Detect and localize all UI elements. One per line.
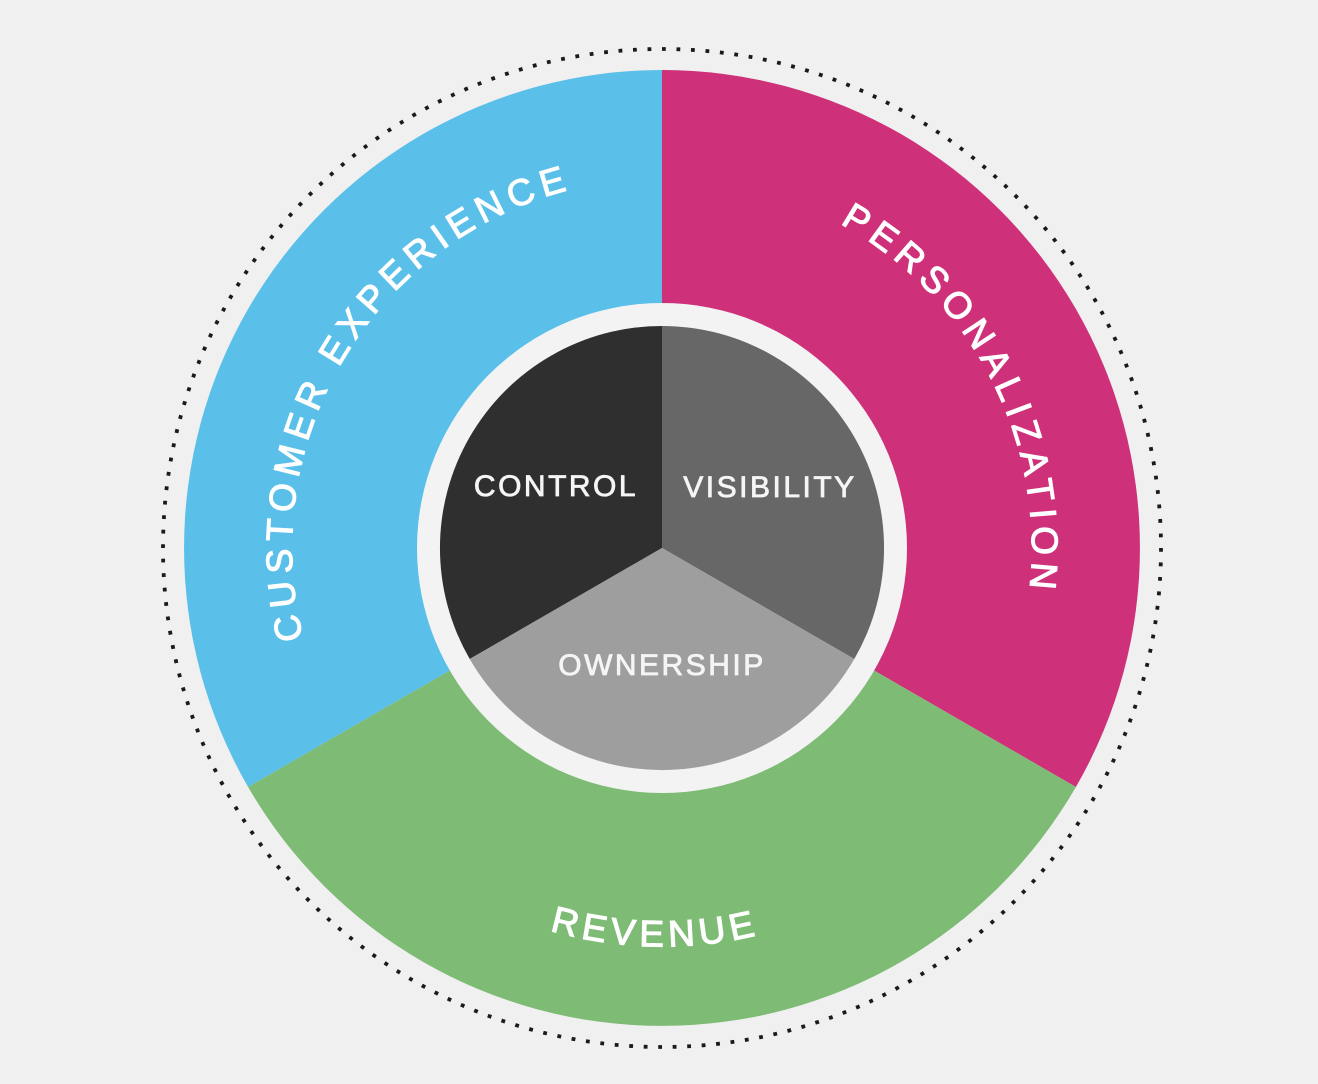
dotted-border-circle [161, 47, 1163, 1049]
inner-segment-control [439, 326, 662, 659]
inner-segment-visibility [662, 326, 885, 659]
inner-label-ownership: OWNERSHIP [558, 649, 766, 682]
inner-label-control: CONTROL [474, 470, 638, 503]
inner-label-visibility: VISIBILITY [683, 471, 856, 504]
inner-segment-ownership [469, 548, 855, 771]
